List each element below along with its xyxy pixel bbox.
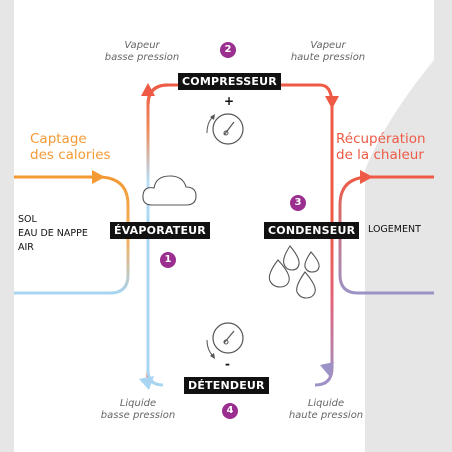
condenser-label: CONDENSEUR [264, 222, 360, 239]
plus-sign: + [224, 94, 235, 108]
left-loop-arrow [92, 170, 105, 184]
water-drops-icon [268, 245, 320, 299]
arrow-bottom-left [139, 376, 154, 390]
right-loop [338, 175, 434, 295]
heat-sources-list: SOL EAU DE NAPPE AIR [18, 213, 88, 255]
state-bottom-right: Liquide haute pression [284, 398, 368, 422]
heat-source-item: SOL [18, 214, 37, 225]
recuperation-heading-line2: de la chaleur [336, 147, 424, 163]
heat-source-item: EAU DE NAPPE [18, 228, 88, 239]
left-grey-band [0, 0, 14, 452]
state-top-right-line2: haute pression [290, 52, 366, 63]
compressor-gauge-icon [206, 113, 244, 145]
right-grey-band [434, 0, 452, 452]
expansion-valve-gauge-icon [206, 322, 244, 359]
recuperation-heading: Récupération de la chaleur [336, 131, 426, 163]
state-bottom-left: Liquide basse pression [96, 398, 180, 422]
circuit-left-upper [146, 83, 230, 232]
state-bottom-right-line1: Liquide [307, 398, 345, 409]
minus-sign: - [225, 357, 230, 371]
state-top-left-line2: basse pression [104, 52, 180, 63]
state-bottom-right-line2: haute pression [288, 410, 364, 421]
arrow-bottom-right [320, 362, 334, 377]
step-badge-3: 3 [290, 195, 306, 211]
arrow-up-left [141, 83, 155, 96]
circuit-right-lower [314, 232, 334, 387]
state-top-right: Vapeur haute pression [286, 40, 370, 64]
recuperation-heading-line1: Récupération [336, 131, 426, 147]
captage-heading-line2: des calories [30, 147, 111, 163]
compressor-label: COMPRESSEUR [178, 73, 281, 90]
expansion-valve-label: DÉTENDEUR [184, 377, 269, 394]
right-grey-shape [365, 60, 434, 452]
step-badge-2: 2 [220, 42, 236, 58]
captage-heading-line1: Captage [30, 131, 87, 147]
right-loop-arrow [360, 170, 373, 184]
state-bottom-left-line1: Liquide [119, 398, 157, 409]
evaporator-label: ÉVAPORATEUR [110, 222, 210, 239]
left-loop [14, 175, 130, 295]
heat-source-item: AIR [18, 242, 34, 253]
cloud-icon [142, 175, 197, 206]
state-top-left-line1: Vapeur [124, 40, 160, 51]
step-badge-1: 1 [160, 252, 176, 268]
state-top-left: Vapeur basse pression [100, 40, 184, 64]
state-top-right-line1: Vapeur [310, 40, 346, 51]
logement-label: LOGEMENT [368, 224, 421, 235]
state-bottom-left-line2: basse pression [100, 410, 176, 421]
captage-heading: Captage des calories [30, 131, 111, 163]
arrow-down-right [325, 96, 339, 109]
step-badge-4: 4 [222, 403, 238, 419]
